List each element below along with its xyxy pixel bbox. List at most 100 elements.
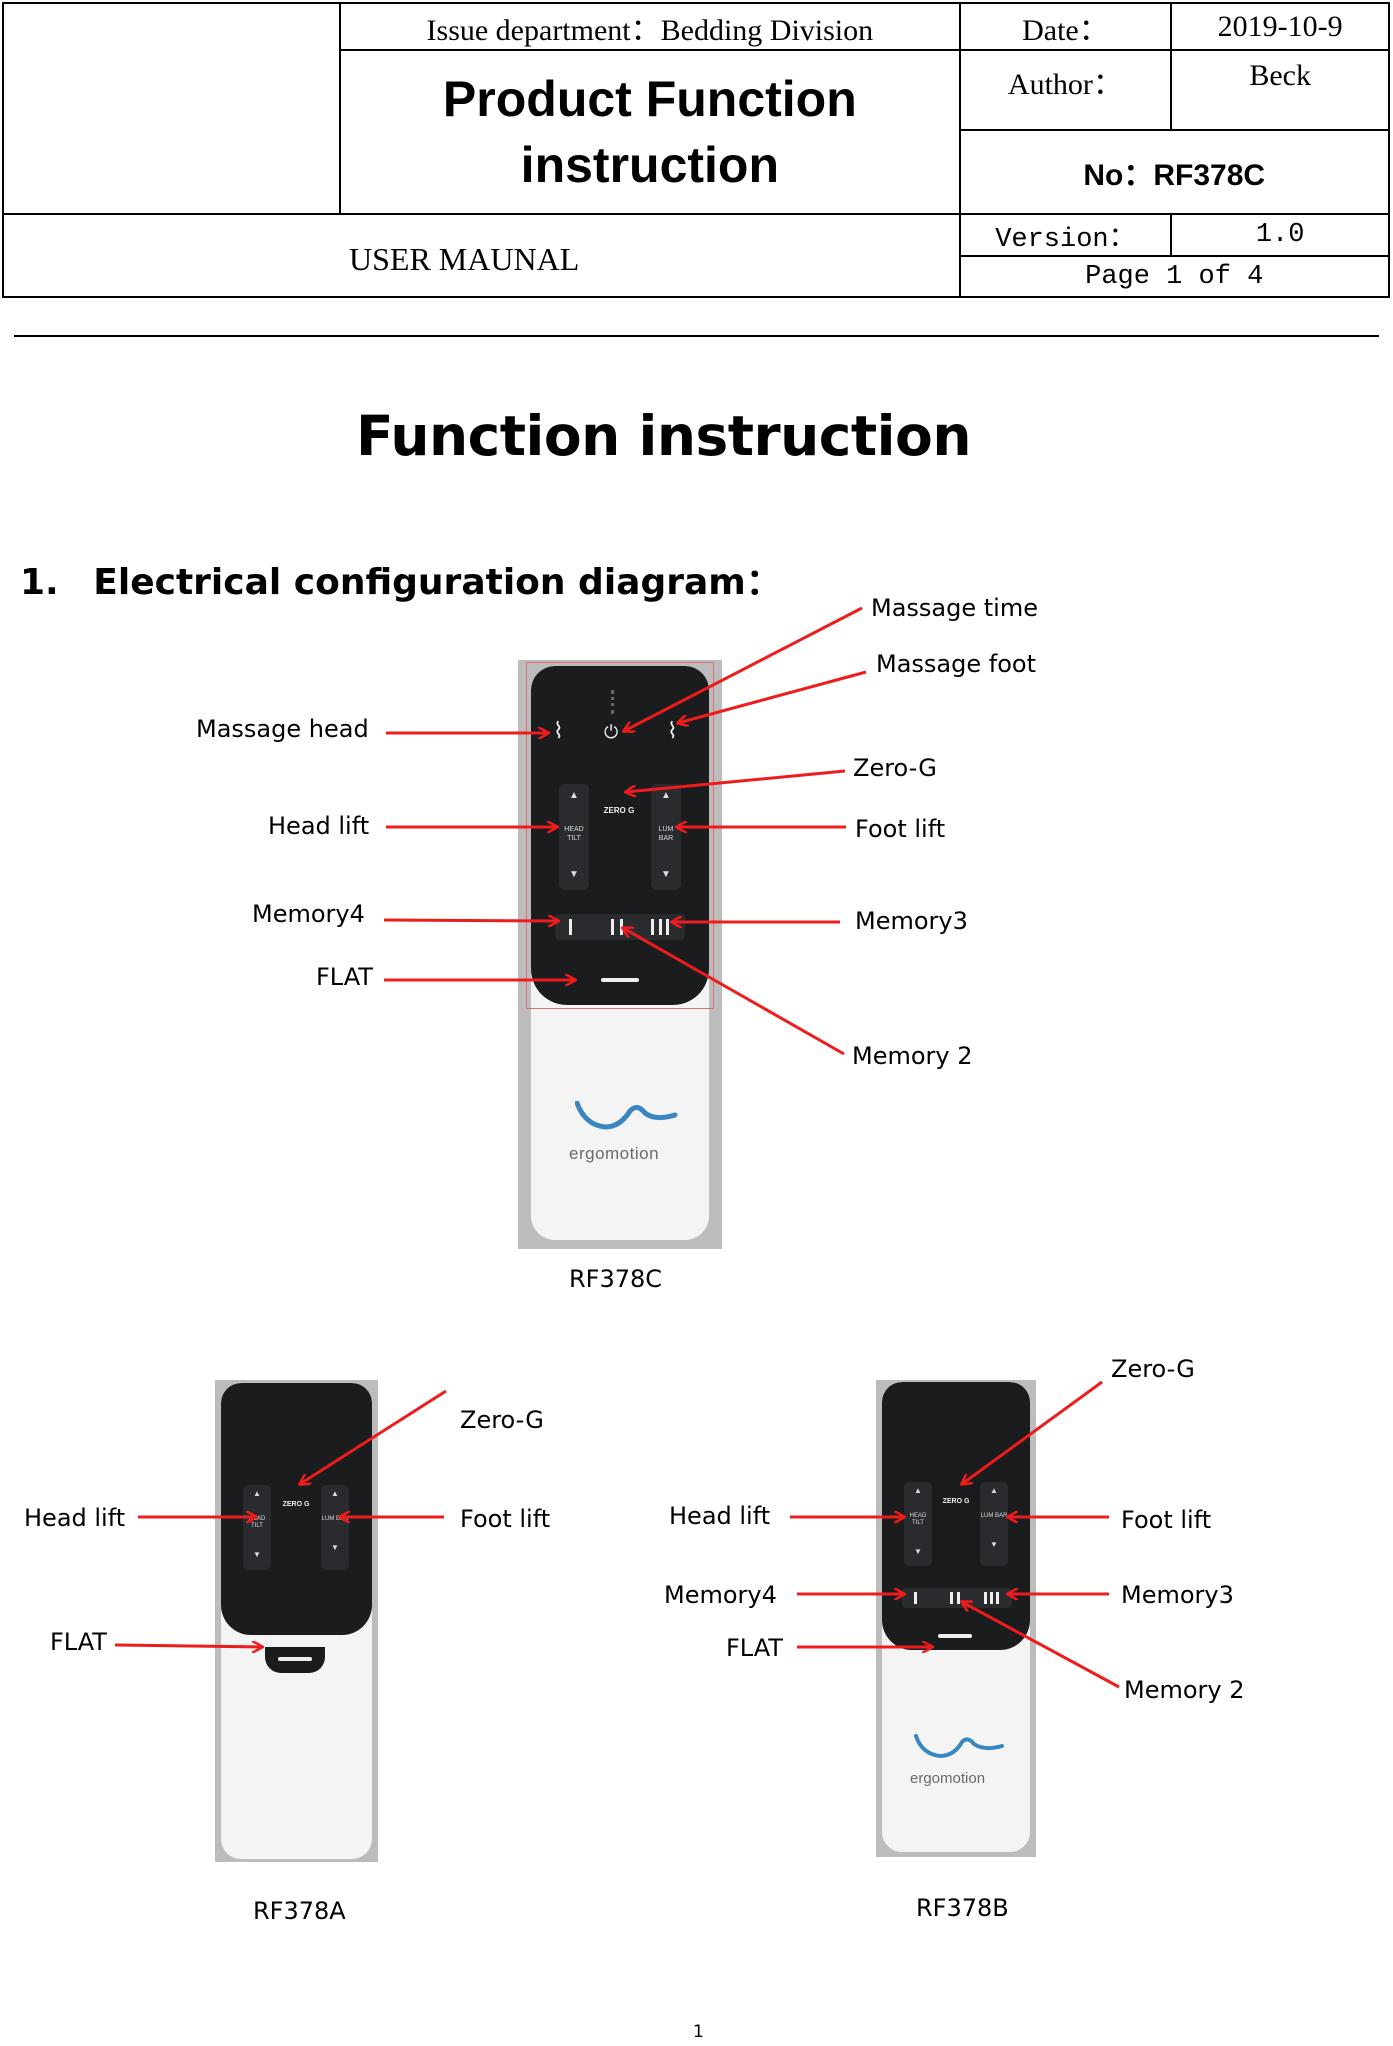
memory4-button[interactable] (569, 919, 572, 935)
label-foot-lift: Foot lift (855, 815, 946, 843)
zero-g-button[interactable]: ZERO G (942, 1498, 970, 1505)
flat-button[interactable] (601, 978, 639, 982)
label-a-foot-lift: Foot lift (460, 1505, 551, 1533)
page-heading: Function instruction (356, 404, 971, 468)
section-number: 1. (20, 562, 59, 603)
up-arrow-icon: ▲ (661, 790, 671, 801)
date-value: 2019-10-9 (1170, 2, 1390, 51)
up-arrow-icon: ▲ (253, 1489, 261, 1498)
down-arrow-icon: ▼ (990, 1540, 998, 1549)
label-b-memory3: Memory3 (1121, 1581, 1234, 1609)
arrow-b-zero-g (962, 1380, 1103, 1484)
document-title: Product Function instruction (339, 49, 961, 215)
flat-button[interactable] (938, 1634, 972, 1638)
flat-line-icon (278, 1657, 312, 1661)
timer-led-indicator (611, 690, 617, 714)
head-lift-button[interactable]: ▲ HEAD TILT ▼ (559, 784, 589, 890)
arrow-massage-foot (678, 670, 867, 723)
arrow-zero-g (626, 769, 846, 792)
ergomotion-logo-text: ergomotion (569, 1144, 660, 1163)
label-b-memory2: Memory 2 (1124, 1676, 1245, 1704)
date-label: Date： (958, 2, 1173, 51)
remote-a-control-panel: ▲ HEAD TILT ▼ ZERO G ▲ LUM BAR ▼ (221, 1383, 372, 1654)
label-a-zero-g: Zero-G (460, 1406, 544, 1434)
remote-b-control-panel: ▲ HEAD TILT ▼ ZERO G ▲ LUM BAR ▼ (882, 1382, 1030, 1650)
highlight-frame (526, 662, 714, 1009)
page-number: 1 (693, 2022, 704, 2042)
lum-bar-text: LUM BAR (980, 1513, 1008, 1519)
memory3-bar (659, 919, 662, 935)
down-arrow-icon: ▼ (569, 869, 579, 880)
down-arrow-icon: ▼ (661, 869, 671, 880)
remote-b-photo: ▲ HEAD TILT ▼ ZERO G ▲ LUM BAR ▼ ergomo (876, 1380, 1036, 1857)
memory4-button[interactable] (914, 1592, 917, 1604)
flat-button[interactable] (265, 1647, 325, 1673)
memory3-bar (990, 1592, 993, 1604)
arrow-a-flat (114, 1645, 262, 1647)
zero-g-button[interactable]: ZERO G (282, 1501, 310, 1508)
page-indicator: Page 1 of 4 (958, 255, 1390, 298)
foot-lift-button[interactable]: ▲ LUM BAR ▼ (980, 1482, 1008, 1566)
massage-foot-icon[interactable]: ⌇ (667, 718, 678, 743)
lum-bar-text: LUM BAR (321, 1516, 349, 1522)
caption-rf378a: RF378A (253, 1897, 346, 1925)
down-arrow-icon: ▼ (331, 1543, 339, 1552)
label-b-flat: FLAT (726, 1634, 783, 1662)
author-label: Author： (958, 49, 1173, 131)
massage-head-icon[interactable]: ⌇ (553, 718, 564, 743)
arrow-a-zero-g (300, 1389, 447, 1484)
caption-rf378b: RF378B (916, 1894, 1009, 1922)
label-memory2: Memory 2 (852, 1042, 973, 1070)
arrow-memory2 (623, 928, 845, 1056)
arrow-memory4 (383, 920, 558, 921)
author-value: Beck (1170, 49, 1390, 131)
label-flat: FLAT (316, 963, 373, 991)
label-massage-time: Massage time (871, 594, 1038, 622)
lum-bar-text: LUM BAR (658, 826, 674, 842)
memory3-button[interactable] (651, 919, 669, 935)
remote-a-body: ▲ HEAD TILT ▼ ZERO G ▲ LUM BAR ▼ (221, 1383, 372, 1859)
label-massage-head: Massage head (196, 715, 369, 743)
logo-cell (1, 2, 342, 215)
caption-rf378c: RF378C (569, 1265, 663, 1293)
label-a-head-lift: Head lift (24, 1504, 126, 1532)
head-tilt-text: HEAD TILT (564, 826, 584, 842)
label-b-head-lift: Head lift (669, 1502, 771, 1530)
label-massage-foot: Massage foot (876, 650, 1036, 678)
down-arrow-icon: ▼ (253, 1550, 261, 1559)
up-arrow-icon: ▲ (990, 1486, 998, 1495)
up-arrow-icon: ▲ (914, 1486, 922, 1495)
label-memory4: Memory4 (252, 900, 365, 928)
issue-department: Issue department：Bedding Division (339, 2, 961, 51)
version-label: Version： (958, 213, 1173, 257)
arrow-b-memory2 (962, 1602, 1120, 1689)
arrow-massage-time (624, 606, 863, 731)
label-b-foot-lift: Foot lift (1121, 1506, 1212, 1534)
up-arrow-icon: ▲ (331, 1489, 339, 1498)
down-arrow-icon: ▼ (914, 1547, 922, 1556)
label-a-flat: FLAT (50, 1628, 107, 1656)
section-heading: 1. Electrical configuration diagram： (20, 553, 782, 605)
memory-button-row (902, 1588, 1012, 1608)
remote-b-body: ▲ HEAD TILT ▼ ZERO G ▲ LUM BAR ▼ ergomo (882, 1382, 1030, 1852)
head-tilt-text: HEAD TILT (909, 1513, 927, 1526)
remote-a-photo: ▲ HEAD TILT ▼ ZERO G ▲ LUM BAR ▼ (215, 1380, 378, 1862)
label-memory3: Memory3 (855, 907, 968, 935)
zero-g-button[interactable]: ZERO G (603, 806, 635, 815)
timer-icon[interactable]: ⏻ (604, 722, 619, 742)
ergomotion-logo-text: ergomotion (910, 1770, 986, 1787)
foot-lift-button[interactable]: ▲ LUM BAR ▼ (651, 784, 681, 890)
memory2-button[interactable] (950, 1592, 960, 1604)
memory3-button[interactable] (984, 1592, 999, 1604)
label-zero-g: Zero-G (853, 754, 937, 782)
manual-cell: USER MAUNAL (2, 213, 961, 298)
ergomotion-logo-mark (914, 1734, 1009, 1769)
header-divider (14, 335, 1379, 337)
ergomotion-logo-mark (574, 1100, 685, 1142)
foot-lift-button[interactable]: ▲ LUM BAR ▼ (321, 1485, 349, 1570)
section-title: Electrical configuration diagram： (93, 562, 782, 603)
label-b-zero-g: Zero-G (1111, 1355, 1195, 1383)
manual-title: USER MAUNAL (349, 241, 580, 277)
head-lift-button[interactable]: ▲ HEAD TILT ▼ (904, 1482, 932, 1566)
